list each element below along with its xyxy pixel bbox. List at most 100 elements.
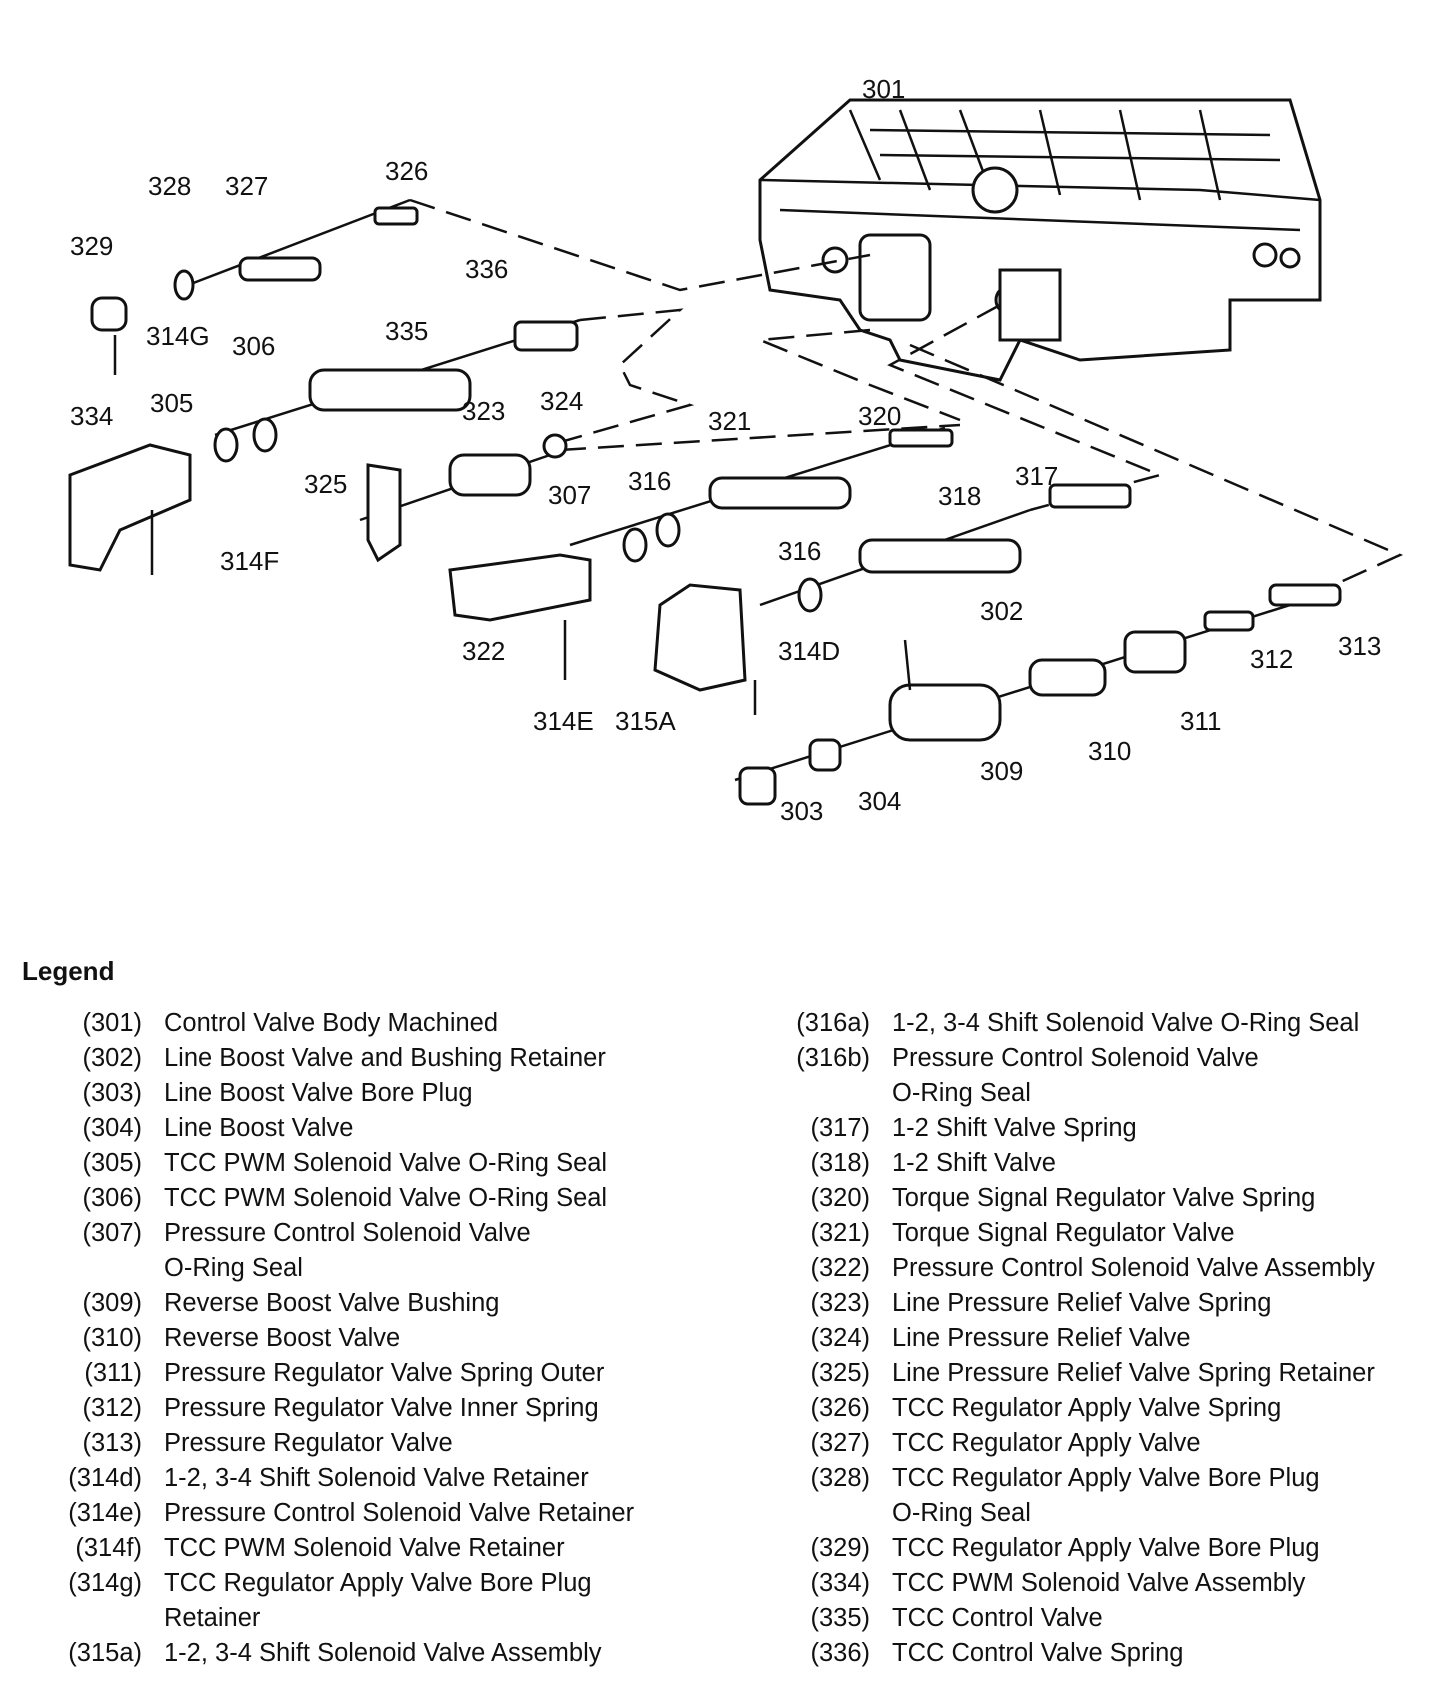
legend-code: (306) (82, 1184, 142, 1212)
legend-code: (329) (810, 1534, 870, 1562)
legend-title: Legend (22, 956, 115, 986)
legend-item: (320)Torque Signal Regulator Valve Sprin… (760, 1181, 1450, 1216)
legend-item: (305)TCC PWM Solenoid Valve O-Ring Seal (32, 1146, 722, 1181)
callout-322: 322 (462, 636, 505, 666)
legend-item: (314f)TCC PWM Solenoid Valve Retainer (32, 1531, 722, 1566)
callout-311: 311 (1180, 706, 1221, 736)
legend-item: (302) Line Boost Valve and Bushing Retain… (32, 1041, 722, 1076)
callout-329: 329 (70, 231, 113, 261)
callout-314f: 314F (220, 546, 279, 576)
legend-desc: TCC Regulator Apply Valve (892, 1429, 1201, 1457)
callout-335: 335 (385, 316, 428, 346)
legend-code: (316b) (796, 1044, 870, 1072)
control-valve-body (758, 98, 1322, 382)
valve-324 (542, 433, 568, 459)
legend-desc: Torque Signal Regulator Valve (892, 1219, 1235, 1247)
callout-316a: 316 (628, 466, 671, 496)
valve-318 (858, 538, 1022, 574)
legend-desc: Reverse Boost Valve (164, 1324, 401, 1352)
legend-column-right: (316a)1-2, 3-4 Shift Solenoid Valve O-Ri… (760, 1006, 1450, 1671)
legend-code: (321) (810, 1219, 870, 1247)
callout-317: 317 (1015, 461, 1058, 491)
o-ring-316a (655, 512, 681, 548)
legend-desc: Line Pressure Relief Valve Spring Retain… (892, 1359, 1375, 1387)
legend-desc: Pressure Control Solenoid Valve Assembly (892, 1254, 1375, 1282)
callout-307: 307 (548, 480, 591, 510)
legend-item: (314g)TCC Regulator Apply Valve Bore Plu… (32, 1566, 722, 1636)
bushing-309 (888, 683, 1002, 742)
legend-code: (310) (82, 1324, 142, 1352)
legend-desc: Control Valve Body Machined (164, 1009, 499, 1037)
legend-desc: 1-2 Shift Valve (892, 1149, 1056, 1177)
legend-code: (314d) (68, 1464, 142, 1492)
legend-desc: Reverse Boost Valve Bushing (164, 1289, 500, 1317)
callout-310: 310 (1088, 736, 1131, 766)
solenoid-315a (653, 583, 747, 692)
callout-328: 328 (148, 171, 191, 201)
legend-item: (317)1-2 Shift Valve Spring (760, 1111, 1450, 1146)
callout-324: 324 (540, 386, 583, 416)
legend-item: (316b)Pressure Control Solenoid Valve O-… (760, 1041, 1450, 1111)
valve-327 (238, 256, 322, 282)
legend-desc: TCC PWM Solenoid Valve Assembly (892, 1569, 1306, 1597)
legend-desc: 1-2, 3-4 Shift Solenoid Valve Retainer (164, 1464, 589, 1492)
legend-code: (307) (82, 1219, 142, 1247)
legend-item: (312)Pressure Regulator Valve Inner Spri… (32, 1391, 722, 1426)
legend-item: (315a)1-2, 3-4 Shift Solenoid Valve Asse… (32, 1636, 722, 1671)
spring-336 (513, 320, 579, 352)
legend-item: (322)Pressure Control Solenoid Valve Ass… (760, 1251, 1450, 1286)
legend-item: (335)TCC Control Valve (760, 1601, 1450, 1636)
legend-desc: TCC Regulator Apply Valve Bore Plug O-Ri… (892, 1464, 1320, 1527)
callout-301: 301 (862, 74, 905, 104)
legend-desc: Line Boost Valve and Bushing Retainer (164, 1044, 606, 1072)
legend-desc: 1-2, 3-4 Shift Solenoid Valve O-Ring Sea… (892, 1009, 1360, 1037)
callout-312: 312 (1250, 644, 1293, 674)
legend-item: (324)Line Pressure Relief Valve (760, 1321, 1450, 1356)
callout-303: 303 (780, 796, 823, 826)
legend-code: (328) (810, 1464, 870, 1492)
o-ring-305 (213, 427, 239, 463)
legend-item: (336)TCC Control Valve Spring (760, 1636, 1450, 1671)
legend-code: (302) (82, 1044, 142, 1072)
legend-desc: TCC PWM Solenoid Valve O-Ring Seal (164, 1184, 608, 1212)
valve-310 (1028, 658, 1107, 697)
valve-313 (1268, 583, 1342, 607)
callout-321: 321 (708, 406, 751, 436)
callout-320: 320 (858, 401, 901, 431)
legend-code: (325) (810, 1359, 870, 1387)
bore-plug-329 (90, 296, 128, 332)
legend-item: (313)Pressure Regulator Valve (32, 1426, 722, 1461)
spring-312 (1203, 610, 1255, 632)
legend-item: (321) Torque Signal Regulator Valve (760, 1216, 1450, 1251)
solenoid-334 (68, 443, 192, 572)
callout-302: 302 (980, 596, 1023, 626)
legend-code: (327) (810, 1429, 870, 1457)
legend-desc: TCC Control Valve Spring (892, 1639, 1184, 1667)
legend-code: (313) (82, 1429, 142, 1457)
legend-item: (303)Line Boost Valve Bore Plug (32, 1076, 722, 1111)
callout-326: 326 (385, 156, 428, 186)
callout-306: 306 (232, 331, 275, 361)
valve-335 (308, 368, 472, 412)
legend-desc: Pressure Regulator Valve Inner Spring (164, 1394, 599, 1422)
legend-code: (318) (810, 1149, 870, 1177)
spring-326 (373, 206, 419, 226)
legend-item: (318) 1-2 Shift Valve (760, 1146, 1450, 1181)
retainer-325 (366, 463, 402, 563)
legend-item: (310) Reverse Boost Valve (32, 1321, 722, 1356)
callout-314d: 314D (778, 636, 840, 666)
legend-item: (314d) 1-2, 3-4 Shift Solenoid Valve Reta… (32, 1461, 722, 1496)
legend-desc: TCC PWM Solenoid Valve O-Ring Seal (164, 1149, 608, 1177)
legend-item: (329) TCC Regulator Apply Valve Bore Plug (760, 1531, 1450, 1566)
valve-304 (808, 738, 842, 772)
callout-309: 309 (980, 756, 1023, 786)
solenoid-322 (448, 553, 592, 622)
legend-desc: TCC Regulator Apply Valve Bore Plug (892, 1534, 1320, 1562)
legend-desc: Pressure Control Solenoid Valve O-Ring S… (164, 1219, 531, 1282)
legend-code: (320) (810, 1184, 870, 1212)
legend-item: (307) Pressure Control Solenoid Valve O-R… (32, 1216, 722, 1286)
legend-desc: Pressure Regulator Valve Spring Outer (164, 1359, 605, 1387)
callout-305: 305 (150, 388, 193, 418)
o-ring-328 (173, 269, 195, 301)
spring-320 (888, 428, 954, 448)
